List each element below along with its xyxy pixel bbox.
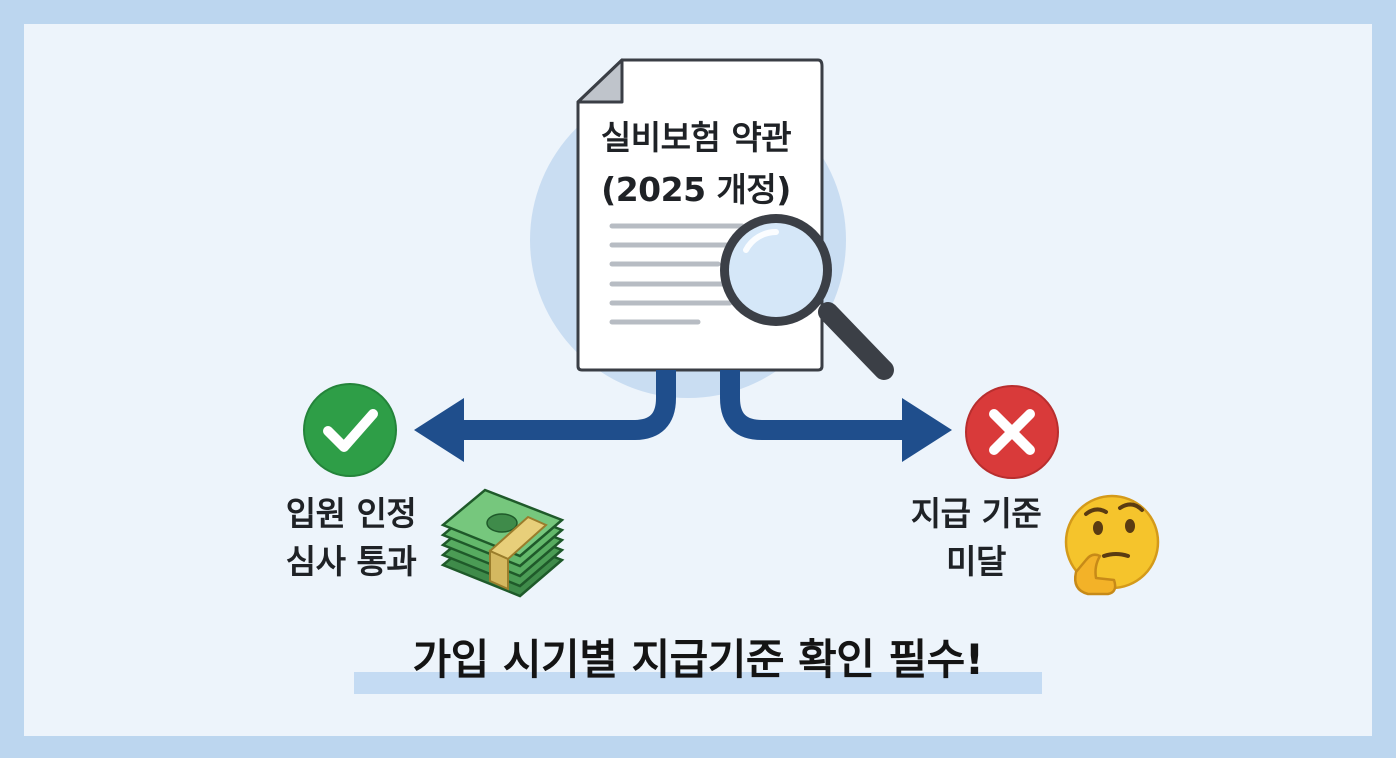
thinking-face-icon [1064,494,1160,596]
x-icon [965,385,1059,479]
magnifier-icon [720,214,894,380]
check-icon [303,383,397,477]
left-arrowhead [414,398,464,462]
document-text-lines [609,223,745,325]
rejected-label-line2: 미달 [946,542,1006,581]
branch-arrows [414,370,952,462]
approved-label-line2: 심사 통과 [285,542,417,581]
headline-highlight [354,672,1042,694]
rejected-label: 지급 기준 미달 [888,490,1064,586]
headline-text: 가입 시기별 지급기준 확인 필수! [412,635,984,684]
money-stack-icon [440,488,565,598]
document-title-line2: (2025 개정) [601,170,791,209]
document-title: 실비보험 약관 (2025 개정) [580,112,812,216]
approved-label-line1: 입원 인정 [285,494,417,533]
document-title-line1: 실비보험 약관 [600,118,792,157]
approved-label: 입원 인정 심사 통과 [266,490,436,586]
right-arrowhead [902,398,952,462]
headline-block: 가입 시기별 지급기준 확인 필수! [348,628,1048,700]
rejected-label-line1: 지급 기준 [910,494,1042,533]
